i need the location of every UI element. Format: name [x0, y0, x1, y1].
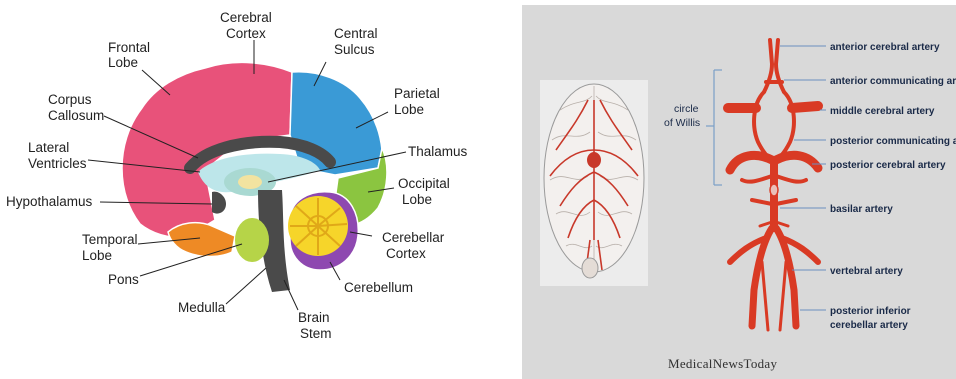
label-middle-cerebral-artery: middle cerebral artery — [830, 106, 935, 117]
label-hypothalamus: Hypothalamus — [6, 194, 93, 209]
label-frontal-lobe-2: Lobe — [108, 55, 138, 70]
label-cerebral-cortex-2: Cortex — [226, 26, 266, 41]
label-brain-stem-2: Stem — [300, 326, 332, 341]
label-parietal-lobe-2: Lobe — [394, 102, 424, 117]
label-pons: Pons — [108, 272, 139, 287]
label-corpus-callosum-2: Callosum — [48, 108, 104, 123]
label-posterior-inferior-1: posterior inferior — [830, 306, 911, 317]
label-occipital-lobe-1: Occipital — [398, 176, 450, 191]
label-thalamus: Thalamus — [408, 144, 468, 159]
label-cerebellum: Cerebellum — [344, 280, 413, 295]
label-occipital-lobe-2: Lobe — [402, 192, 432, 207]
label-lateral-ventricles-2: Ventricles — [28, 156, 87, 171]
label-posterior-cerebral-artery: posterior cerebral artery — [830, 160, 946, 171]
label-cerebellar-cortex-1: Cerebellar — [382, 230, 445, 245]
thalamus-core — [238, 175, 262, 189]
label-cerebral-cortex-1: Cerebral — [220, 10, 272, 25]
arteries-panel: circle of Willis — [522, 5, 956, 379]
label-posterior-inferior-2: cerebellar artery — [830, 320, 908, 331]
label-medulla: Medulla — [178, 300, 226, 315]
hypothalamus — [212, 192, 226, 214]
brain-diagram: Cerebral Cortex Frontal Lobe Central Sul… — [6, 10, 468, 341]
label-temporal-lobe-1: Temporal — [82, 232, 138, 247]
label-circle-willis-1: circle — [674, 103, 699, 115]
label-temporal-lobe-2: Lobe — [82, 248, 112, 263]
label-corpus-callosum-1: Corpus — [48, 92, 92, 107]
label-central-sulcus-1: Central — [334, 26, 378, 41]
label-central-sulcus-2: Sulcus — [334, 42, 375, 57]
label-lateral-ventricles-1: Lateral — [28, 140, 69, 155]
brand-logo-text: MedicalNewsToday — [668, 356, 778, 371]
label-anterior-cerebral-artery: anterior cerebral artery — [830, 42, 940, 53]
label-posterior-communicating-artery: posterior communicating artery — [830, 136, 956, 147]
label-circle-willis-2: of Willis — [664, 117, 700, 129]
brain-underside-image — [540, 80, 648, 286]
label-cerebellar-cortex-2: Cortex — [386, 246, 426, 261]
label-basilar-artery: basilar artery — [830, 204, 893, 215]
temporal-lobe — [168, 223, 235, 257]
label-frontal-lobe-1: Frontal — [108, 40, 150, 55]
label-parietal-lobe-1: Parietal — [394, 86, 440, 101]
pons — [235, 218, 269, 262]
cerebellar-cortex — [288, 196, 348, 256]
label-vertebral-artery: vertebral artery — [830, 266, 903, 277]
label-anterior-communicating-artery: anterior communicating artery — [830, 76, 956, 87]
label-brain-stem-1: Brain — [298, 310, 330, 325]
